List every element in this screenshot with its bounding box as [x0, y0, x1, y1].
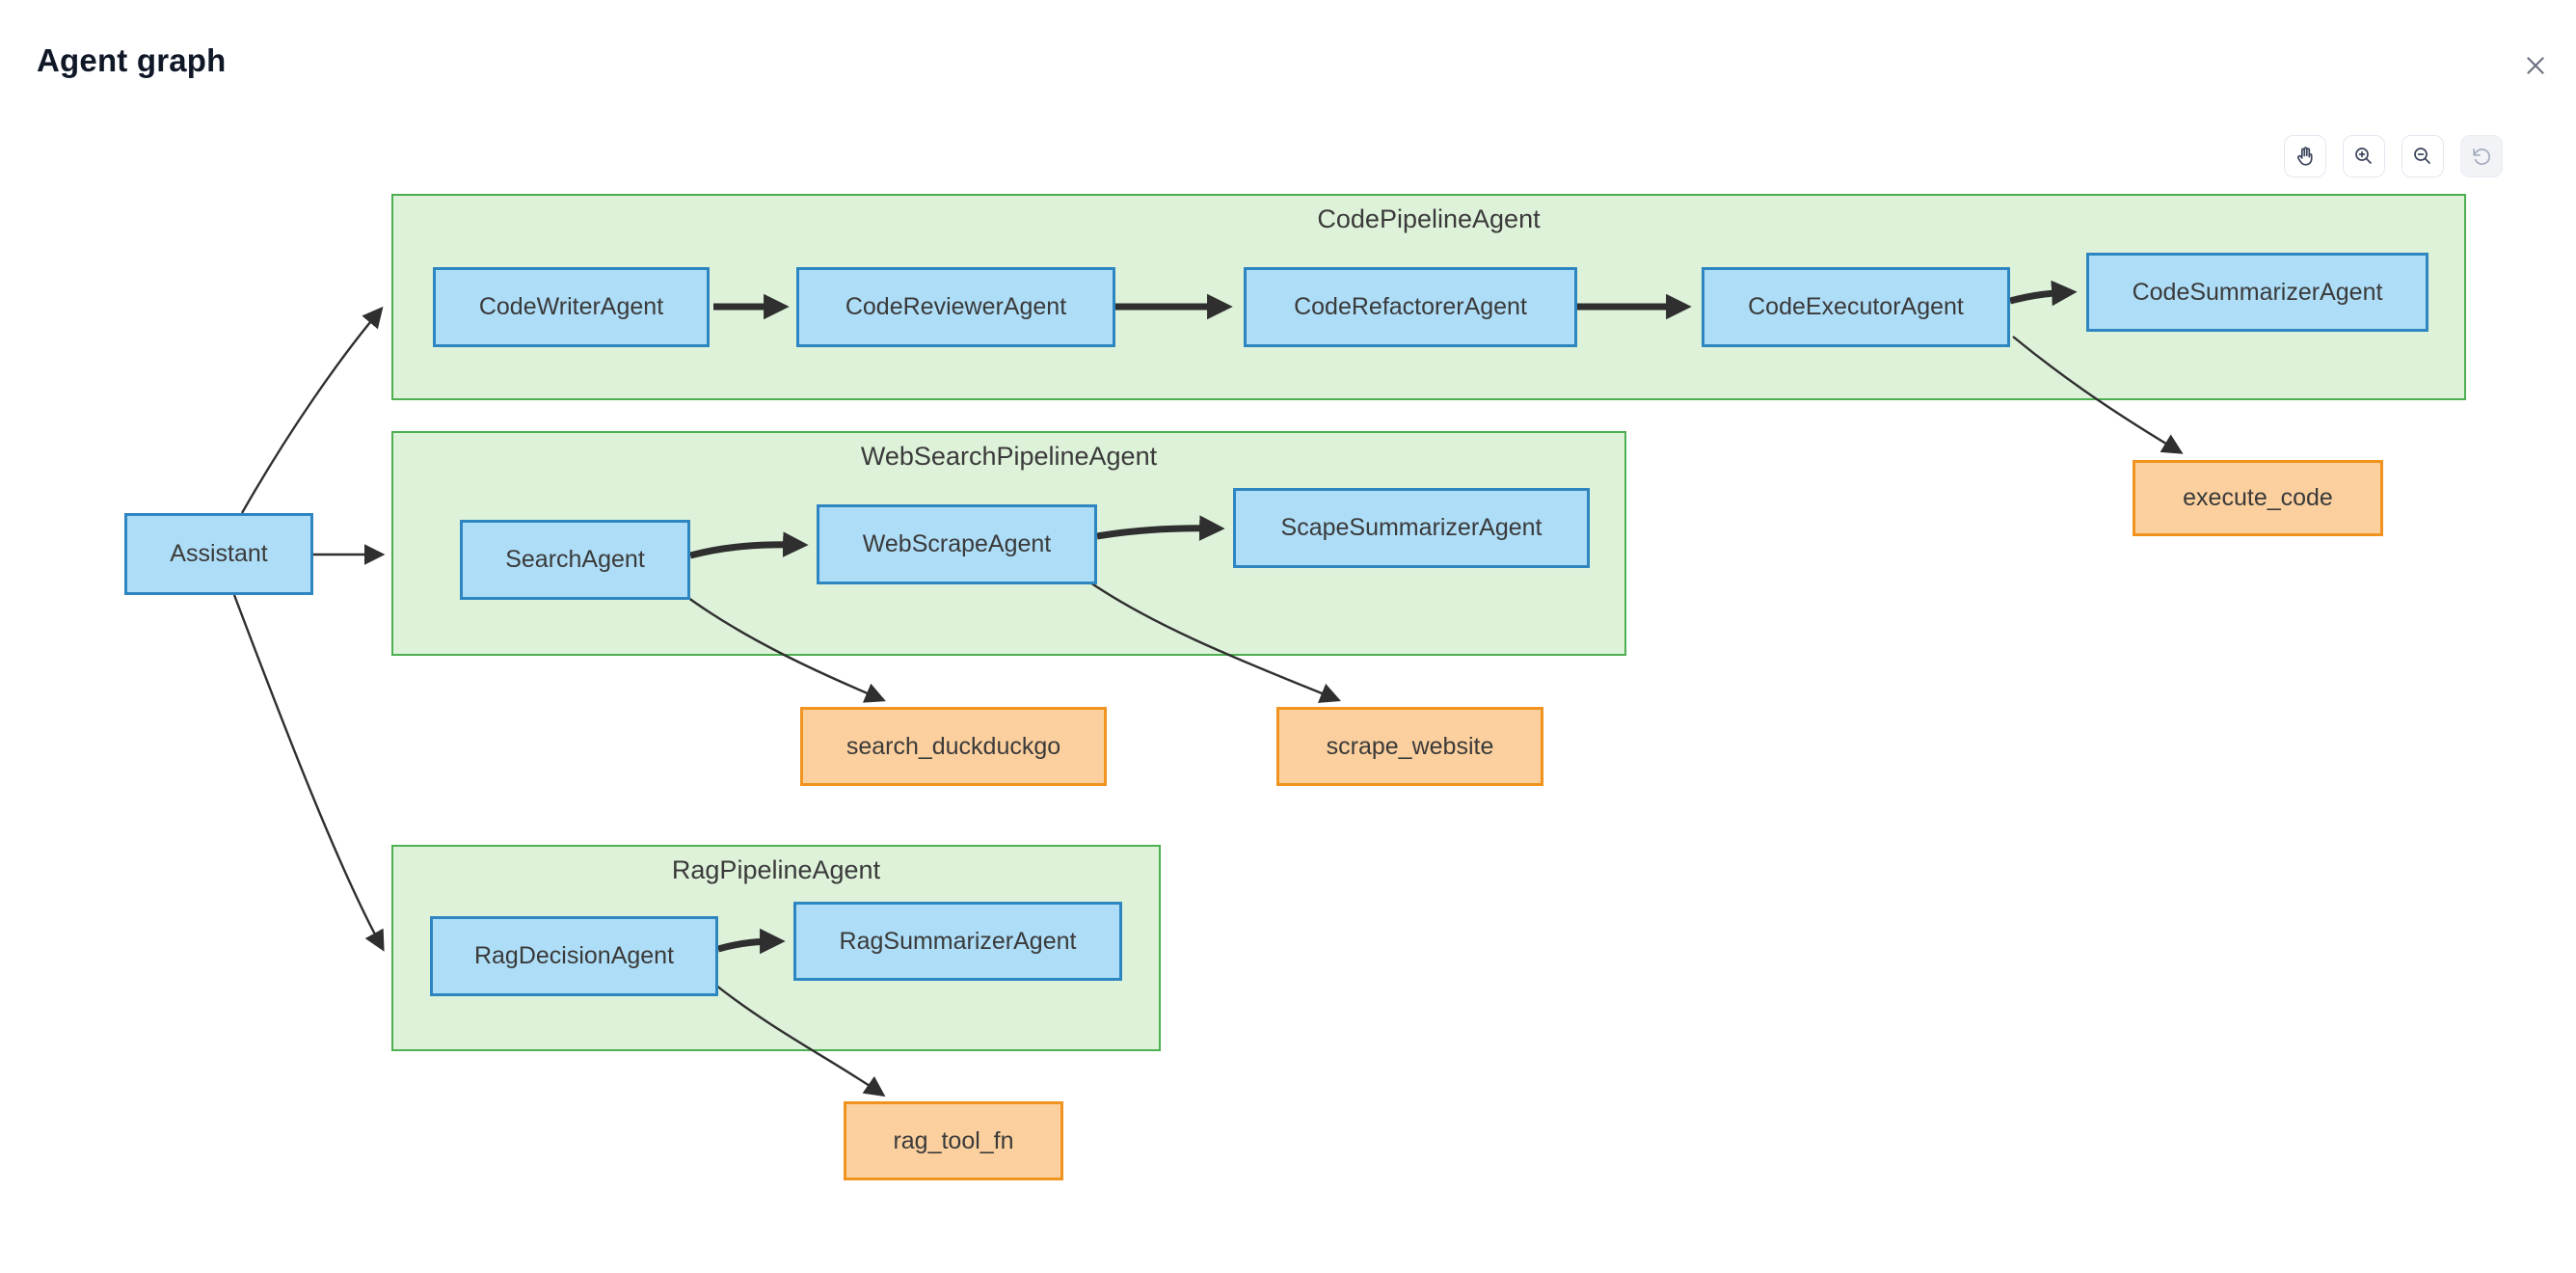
node-codereviewenagent[interactable]: CodeReviewerAgent: [796, 267, 1115, 347]
close-button[interactable]: [2514, 44, 2557, 87]
node-codeexecutoragent[interactable]: CodeExecutorAgent: [1702, 267, 2010, 347]
node-searchagent[interactable]: SearchAgent: [460, 520, 690, 600]
node-label: CodeRefactorerAgent: [1294, 293, 1527, 320]
node-label: search_duckduckgo: [845, 732, 1061, 760]
reset-view-button[interactable]: [2460, 135, 2503, 177]
node-label: CodeReviewerAgent: [845, 293, 1067, 320]
node-codewriteragent[interactable]: CodeWriterAgent: [433, 267, 710, 347]
node-label: SearchAgent: [505, 546, 645, 573]
node-label: execute_code: [2183, 484, 2333, 511]
group-label: CodePipelineAgent: [1317, 204, 1541, 233]
group-label: WebSearchPipelineAgent: [860, 442, 1158, 471]
node-assistant[interactable]: Assistant: [124, 513, 313, 595]
node-label: CodeSummarizerAgent: [2132, 278, 2383, 306]
node-label: CodeExecutorAgent: [1748, 293, 1964, 320]
reset-view-icon: [2473, 149, 2490, 165]
node-scapesummarizeragent[interactable]: ScapeSummarizerAgent: [1233, 488, 1590, 568]
node-execute-code[interactable]: execute_code: [2133, 460, 2383, 536]
node-ragsummarizeragent[interactable]: RagSummarizerAgent: [793, 902, 1122, 981]
node-rag-tool-fn[interactable]: rag_tool_fn: [844, 1101, 1063, 1180]
node-coderefactoreragent[interactable]: CodeRefactorerAgent: [1244, 267, 1577, 347]
node-label: ScapeSummarizerAgent: [1280, 514, 1543, 541]
node-label: RagDecisionAgent: [473, 942, 675, 969]
node-webscrapeagent[interactable]: WebScrapeAgent: [817, 504, 1097, 584]
node-search-duckduckgo[interactable]: search_duckduckgo: [800, 707, 1107, 786]
page-title: Agent graph: [37, 42, 227, 78]
hand-icon: [2296, 147, 2313, 166]
node-ragdecisionagent[interactable]: RagDecisionAgent: [430, 916, 718, 996]
node-label: RagSummarizerAgent: [839, 927, 1077, 955]
node-scrape-website[interactable]: scrape_website: [1276, 707, 1543, 786]
zoom-in-button[interactable]: [2343, 135, 2385, 177]
zoom-in-icon: [2355, 148, 2372, 164]
node-label: Assistant: [170, 540, 268, 567]
group-label: RagPipelineAgent: [671, 855, 881, 884]
pan-button[interactable]: [2284, 135, 2326, 177]
zoom-out-button[interactable]: [2402, 135, 2444, 177]
graph-toolbar: [2284, 135, 2503, 177]
zoom-out-icon: [2414, 148, 2430, 164]
node-label: rag_tool_fn: [893, 1126, 1014, 1154]
close-icon: [2527, 57, 2544, 74]
node-codesummarizeragent[interactable]: CodeSummarizerAgent: [2086, 253, 2428, 332]
node-label: CodeWriterAgent: [478, 293, 664, 320]
node-label: scrape_website: [1326, 732, 1494, 760]
node-label: WebScrapeAgent: [862, 530, 1052, 557]
